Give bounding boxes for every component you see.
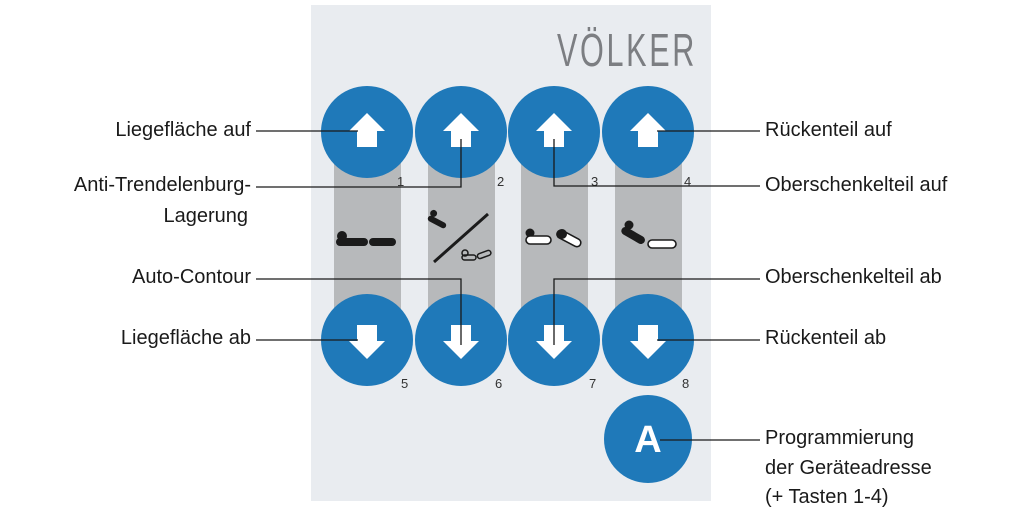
arrow-up-icon bbox=[630, 113, 666, 147]
program-button-a[interactable]: A bbox=[604, 395, 692, 483]
up-button-4[interactable] bbox=[602, 86, 694, 178]
label-programmierung-3: (+ Tasten 1-4) bbox=[765, 486, 889, 508]
bed-tilt-icon bbox=[427, 209, 492, 264]
program-letter: A bbox=[634, 419, 661, 461]
label-liegeflaeche-auf: Liegefläche auf bbox=[115, 119, 251, 141]
label-programmierung-1: Programmierung bbox=[765, 427, 914, 449]
label-liegeflaeche-ab: Liegefläche ab bbox=[120, 327, 251, 349]
leader-oberschenkel-ab bbox=[553, 278, 760, 345]
button-number-8: 8 bbox=[682, 376, 689, 391]
button-number-2: 2 bbox=[497, 174, 504, 189]
label-programmierung-2: der Geräteadresse bbox=[765, 457, 932, 479]
arrow-down-icon bbox=[630, 325, 666, 359]
button-number-5: 5 bbox=[401, 376, 408, 391]
up-button-3[interactable] bbox=[508, 86, 600, 178]
bed-contour-icon bbox=[525, 228, 582, 248]
arrow-up-icon bbox=[536, 113, 572, 147]
leader-auto-contour bbox=[256, 278, 462, 345]
leader-lines bbox=[256, 130, 760, 441]
button-number-3: 3 bbox=[591, 174, 598, 189]
label-auto-contour: Auto-Contour bbox=[132, 266, 251, 288]
label-oberschenkel-auf: Oberschenkelteil auf bbox=[765, 174, 948, 196]
bed-backrest-icon bbox=[621, 220, 677, 249]
arrow-up-icon bbox=[443, 113, 479, 147]
button-number-7: 7 bbox=[589, 376, 596, 391]
down-button-5[interactable] bbox=[321, 294, 413, 386]
button-number-1: 1 bbox=[397, 174, 404, 189]
leader-anti-trendelenburg bbox=[256, 139, 462, 188]
label-anti-trendelenburg-1: Anti-Trendelenburg- bbox=[73, 174, 251, 196]
button-number-6: 6 bbox=[495, 376, 502, 391]
brand-logo: VÖLKER bbox=[557, 24, 697, 76]
label-rueckenteil-ab: Rückenteil ab bbox=[765, 327, 887, 349]
up-button-1[interactable] bbox=[321, 86, 413, 178]
label-rueckenteil-auf: Rückenteil auf bbox=[765, 119, 892, 141]
up-button-2[interactable] bbox=[415, 86, 507, 178]
arrow-up-icon bbox=[349, 113, 385, 147]
label-oberschenkel-ab: Oberschenkelteil ab bbox=[765, 266, 942, 288]
bed-flat-icon bbox=[336, 231, 396, 246]
down-button-8[interactable] bbox=[602, 294, 694, 386]
label-anti-trendelenburg-2: Lagerung bbox=[163, 205, 248, 227]
arrow-down-icon bbox=[349, 325, 385, 359]
leader-oberschenkel-auf bbox=[553, 139, 760, 187]
button-number-4: 4 bbox=[684, 174, 691, 189]
